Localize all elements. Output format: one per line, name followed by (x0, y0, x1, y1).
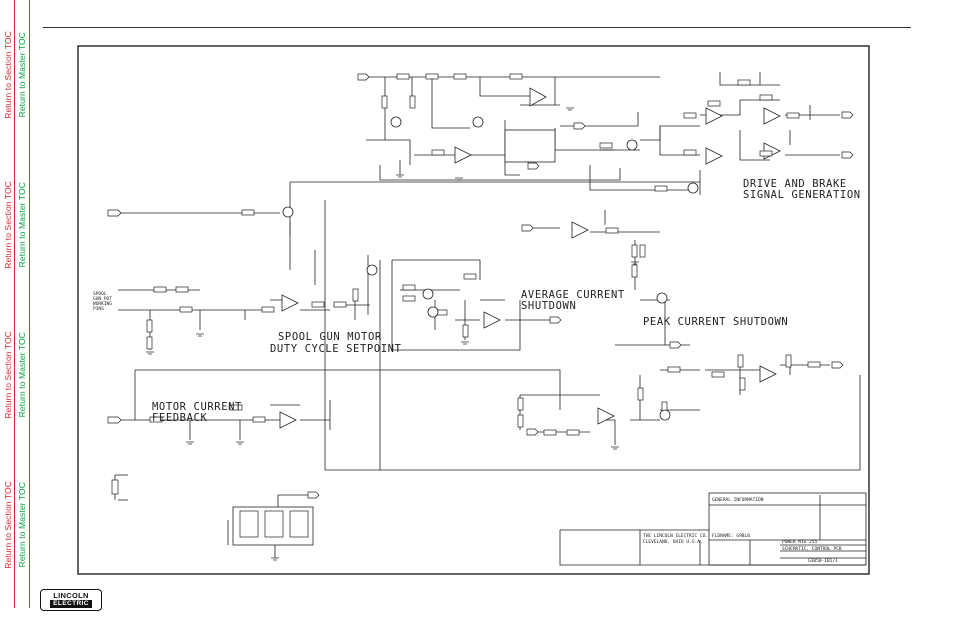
block-label-motor-current-feedback: MOTOR CURRENT (152, 401, 242, 413)
title-block-drawing-number: G3050-1B1/1 (808, 558, 838, 564)
connector-arrow (841, 151, 854, 159)
header-rule (43, 27, 911, 28)
block-label-average-current: SHUTDOWN (521, 300, 576, 312)
block-label-spool-gun-setpoint: DUTY CYCLE SETPOINT (270, 343, 402, 355)
opamp-symbol (763, 107, 781, 125)
connector-arrow (526, 428, 539, 436)
spool-gun-pin-label: PINS (93, 306, 104, 312)
opamp-symbol (759, 365, 777, 383)
transistor-symbol (390, 116, 402, 128)
block-label-average-current: AVERAGE CURRENT (521, 289, 625, 301)
transistor-symbol (626, 139, 638, 151)
connector-arrow (357, 73, 370, 81)
red-divider (14, 0, 15, 608)
title-block-company: THE LINCOLN ELECTRIC CO. (643, 533, 708, 539)
opamp-symbol (705, 147, 723, 165)
opamp-symbol (483, 311, 501, 329)
opamp-symbol (705, 107, 723, 125)
connector-arrow (549, 316, 562, 324)
transistor-symbol (427, 306, 439, 318)
opamp-symbol (529, 87, 547, 107)
title-block-subject: POWER MIG 255 (782, 539, 818, 545)
connector-arrow (521, 224, 534, 232)
spool-gun-pin-label: SPOOL (93, 291, 107, 297)
connector-arrow (307, 491, 320, 499)
transistor-symbol (282, 206, 294, 218)
opamp-symbol (571, 221, 589, 239)
title-block-subject: SCHEMATIC, CONTROL PCB (782, 546, 842, 552)
opamp-symbol (279, 411, 297, 429)
transistor-symbol (687, 182, 699, 194)
spool-gun-pin-label: WORKING (93, 301, 112, 307)
ic-chip (504, 129, 556, 163)
block-label-spool-gun-setpoint: SPOOL GUN MOTOR (278, 331, 382, 343)
title-block-company: CLEVELAND, OHIO U.S.A. (643, 539, 703, 545)
connector-arrow (107, 209, 122, 217)
block-label-peak-current: PEAK CURRENT SHUTDOWN (643, 316, 788, 328)
transistor-symbol (366, 264, 378, 276)
transistor-symbol (422, 288, 434, 300)
connector-arrow (107, 416, 122, 424)
schematic-border (77, 45, 870, 575)
block-label-motor-current-feedback: FEEDBACK (152, 412, 207, 424)
transistor-symbol (659, 409, 671, 421)
transistor-symbol (656, 292, 668, 304)
block-label-drive-brake: DRIVE AND BRAKE (743, 178, 847, 190)
spool-gun-pin-label: GUN POT (93, 296, 112, 302)
green-divider (29, 0, 30, 608)
opamp-symbol (597, 407, 615, 425)
connector-arrow (841, 111, 854, 119)
lincoln-electric-logo: LINCOLN ELECTRIC (40, 589, 102, 611)
opamp-symbol (281, 294, 299, 312)
transistor-symbol (472, 116, 484, 128)
connector-arrow (831, 361, 844, 369)
connector-arrow (669, 341, 682, 349)
connector-arrow (573, 122, 586, 130)
title-block-field-name: FLDNAME: G9BLB (712, 533, 750, 539)
block-label-drive-brake: SIGNAL GENERATION (743, 189, 861, 201)
connector-arrow (527, 162, 540, 170)
opamp-symbol (454, 146, 472, 164)
title-block-general-info: GENERAL INFORMATION (712, 497, 764, 503)
